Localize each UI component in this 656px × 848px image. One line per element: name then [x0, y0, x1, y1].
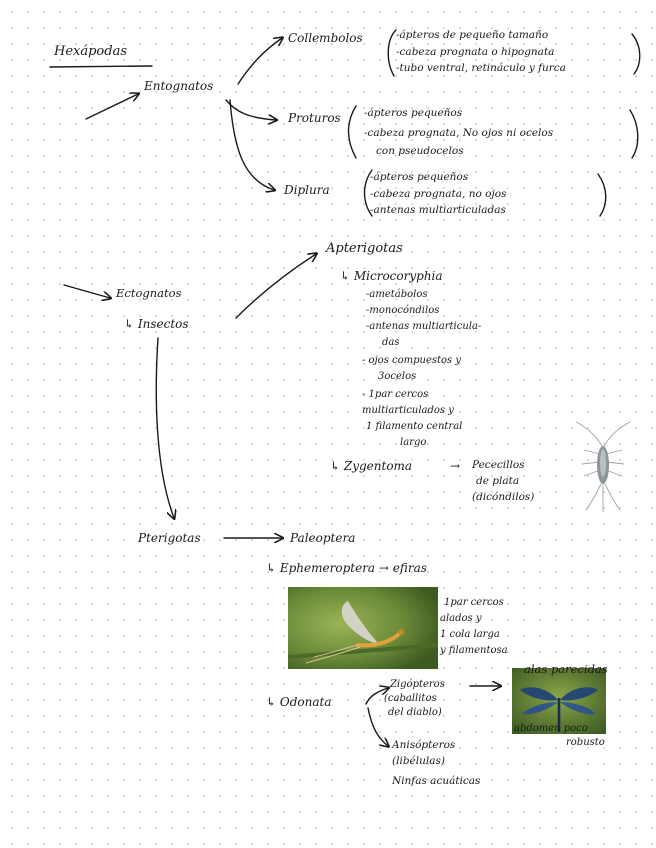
- ectognatos-label: Ectognatos: [116, 286, 182, 300]
- arrow-to-collembolos: [237, 38, 282, 85]
- microcoryphia-label: ↳ Microcoryphia: [340, 269, 443, 283]
- zigopteros-2: (caballitos: [384, 693, 437, 704]
- diplura-note-3: -antenas multiarticuladas: [370, 204, 506, 216]
- collembolos-note-3: -tubo ventral, retináculo y furca: [396, 62, 566, 74]
- zig-note-1: alas parecidas: [524, 662, 608, 676]
- arrow-to-anisopteros: [367, 707, 388, 746]
- collembolos-label: Collembolos: [288, 31, 363, 45]
- collembolos-note-2: -cabeza prognata o hipognata: [396, 46, 555, 58]
- micro-note-8: multiarticulados y: [362, 405, 454, 416]
- zyg-note-2: de plata: [476, 475, 520, 487]
- brace-collembolos-right: [631, 33, 641, 75]
- proturos-note-3: con pseudocelos: [376, 145, 464, 157]
- micro-note-10: largo: [400, 437, 427, 448]
- micro-note-7: - 1par cercos: [362, 389, 429, 400]
- title-underline: [49, 65, 153, 68]
- apterigotas-label: Apterigotas: [326, 241, 403, 256]
- ephemeroptera-label: ↳ Ephemeroptera → efiras: [266, 561, 427, 575]
- arrow-to-entognatos: [85, 94, 138, 120]
- brace-proturos-right: [629, 109, 639, 159]
- arrow-to-ectognatos: [63, 284, 110, 298]
- zyg-note-3: (dicóndilos): [472, 491, 535, 503]
- arrow-to-proturos: [225, 99, 276, 120]
- page-title: Hexápodas: [54, 44, 128, 59]
- micro-note-2: -monocóndilos: [366, 305, 440, 316]
- proturos-note-2: -cabeza prognata, No ojos ni ocelos: [364, 127, 554, 139]
- damselfly-photo: [512, 668, 606, 734]
- eph-note-2: alados y: [440, 613, 482, 624]
- zig-note-2: abdomen poco: [514, 723, 588, 734]
- odonata-label: ↳ Odonata: [266, 695, 332, 709]
- zygentoma-label: ↳ Zygentoma: [330, 459, 413, 473]
- zyg-note-1: Pececillos: [472, 459, 525, 471]
- brace-diplura-right: [597, 173, 607, 217]
- arrow-to-apterigotas: [235, 254, 316, 319]
- anisopteros-1: Anisópteros: [392, 739, 456, 751]
- paleoptera-label: Paleoptera: [290, 531, 356, 545]
- arrow-to-pterigotas: [155, 337, 174, 518]
- diplura-note-2: -cabeza prognata, no ojos: [370, 188, 507, 200]
- arrow-to-diplura: [229, 99, 274, 190]
- zygentoma-arrow: →: [450, 459, 461, 473]
- eph-note-3: 1 cola larga: [440, 629, 500, 640]
- micro-note-1: -ametábolos: [366, 289, 428, 300]
- micro-note-5: - ojos compuestos y: [362, 355, 462, 366]
- entognatos-label: Entognatos: [144, 79, 214, 93]
- micro-note-4: das: [382, 337, 400, 348]
- diplura-note-1: -ápteros pequeños: [370, 171, 469, 183]
- diplura-label: Diplura: [284, 183, 330, 197]
- insectos-label: ↳ Insectos: [124, 317, 189, 331]
- micro-note-6: 3ocelos: [378, 371, 417, 382]
- proturos-label: Proturos: [288, 111, 341, 125]
- pterigotas-label: Pterigotas: [138, 531, 201, 545]
- anisopteros-2: (libélulas): [392, 755, 445, 767]
- micro-note-3: -antenas multiarticula-: [366, 321, 482, 332]
- brace-collembolos: [387, 29, 397, 77]
- zig-note-3: robusto: [566, 737, 605, 748]
- eph-note-1: 1par cercos: [444, 597, 504, 608]
- brace-proturos: [347, 105, 357, 159]
- eph-note-4: y filamentosa: [440, 645, 508, 656]
- ninfas-label: Ninfas acuáticas: [392, 775, 481, 787]
- proturos-note-1: -ápteros pequeños: [364, 107, 463, 119]
- silverfish-photo: [566, 418, 640, 514]
- mayfly-photo: [288, 587, 438, 669]
- zigopteros-3: del diablo): [388, 707, 442, 718]
- micro-note-9: 1 filamento central: [366, 421, 463, 432]
- collembolos-note-1: -ápteros de pequeño tamaño: [396, 29, 549, 41]
- zigopteros-1: Zigópteros: [390, 679, 445, 690]
